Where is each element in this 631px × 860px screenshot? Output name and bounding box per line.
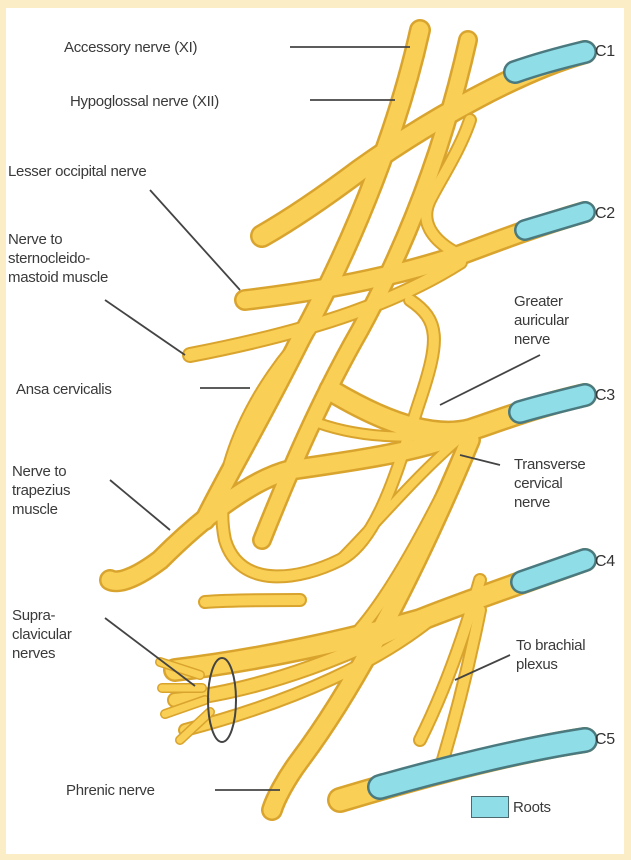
- root-label-c3: C3: [595, 386, 615, 405]
- legend-roots-swatch: [471, 796, 509, 818]
- label-hypoglossal-nerve: Hypoglossal nerve (XII): [70, 92, 219, 111]
- label-greater-auricular-nerve: Greater auricular nerve: [514, 292, 569, 349]
- root-label-c4: C4: [595, 552, 615, 571]
- root-label-c2: C2: [595, 204, 615, 223]
- label-supraclavicular-nerves: Supra- clavicular nerves: [12, 606, 72, 663]
- root-label-c1: C1: [595, 42, 615, 61]
- root-label-c5: C5: [595, 730, 615, 749]
- label-to-brachial-plexus: To brachial plexus: [516, 636, 585, 674]
- label-transverse-cervical-nerve: Transverse cervical nerve: [514, 455, 585, 512]
- label-nerve-to-trapezius: Nerve to trapezius muscle: [12, 462, 70, 519]
- label-nerve-to-scm: Nerve to sternocleido- mastoid muscle: [8, 230, 108, 287]
- label-accessory-nerve: Accessory nerve (XI): [64, 38, 197, 57]
- label-ansa-cervicalis: Ansa cervicalis: [16, 380, 112, 399]
- legend-roots-label: Roots: [513, 798, 551, 817]
- label-phrenic-nerve: Phrenic nerve: [66, 781, 155, 800]
- label-lesser-occipital-nerve: Lesser occipital nerve: [8, 162, 146, 181]
